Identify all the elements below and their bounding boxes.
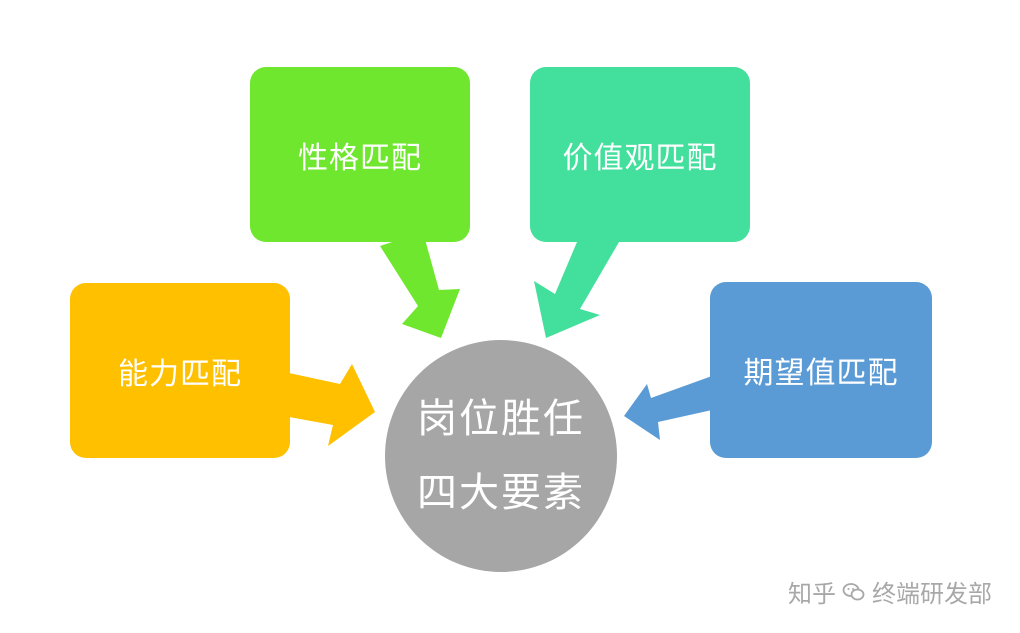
wechat-icon <box>842 582 865 600</box>
box-expectation-label: 期望值匹配 <box>743 356 899 391</box>
center-circle: 岗位胜任 四大要素 <box>385 340 617 572</box>
box-expectation-match: 期望值匹配 <box>710 282 932 458</box>
center-line-1: 岗位胜任 <box>417 396 585 442</box>
watermark: 知乎 终端研发部 <box>788 574 992 609</box>
box-character-label: 性格匹配 <box>298 140 422 176</box>
center-line-2: 四大要素 <box>417 470 585 516</box>
arrow-ability <box>289 364 375 446</box>
arrow-values <box>534 242 619 338</box>
box-values-match: 价值观匹配 <box>530 67 750 242</box>
box-ability-match: 能力匹配 <box>70 283 290 458</box>
arrow-character <box>380 232 460 338</box>
box-values-label: 价值观匹配 <box>562 140 718 176</box>
watermark-platform: 知乎 <box>788 580 836 608</box>
watermark-author: 终端研发部 <box>872 580 992 608</box>
arrow-expectation <box>624 376 712 440</box>
box-character-match: 性格匹配 <box>250 67 470 242</box>
box-ability-label: 能力匹配 <box>118 356 242 392</box>
